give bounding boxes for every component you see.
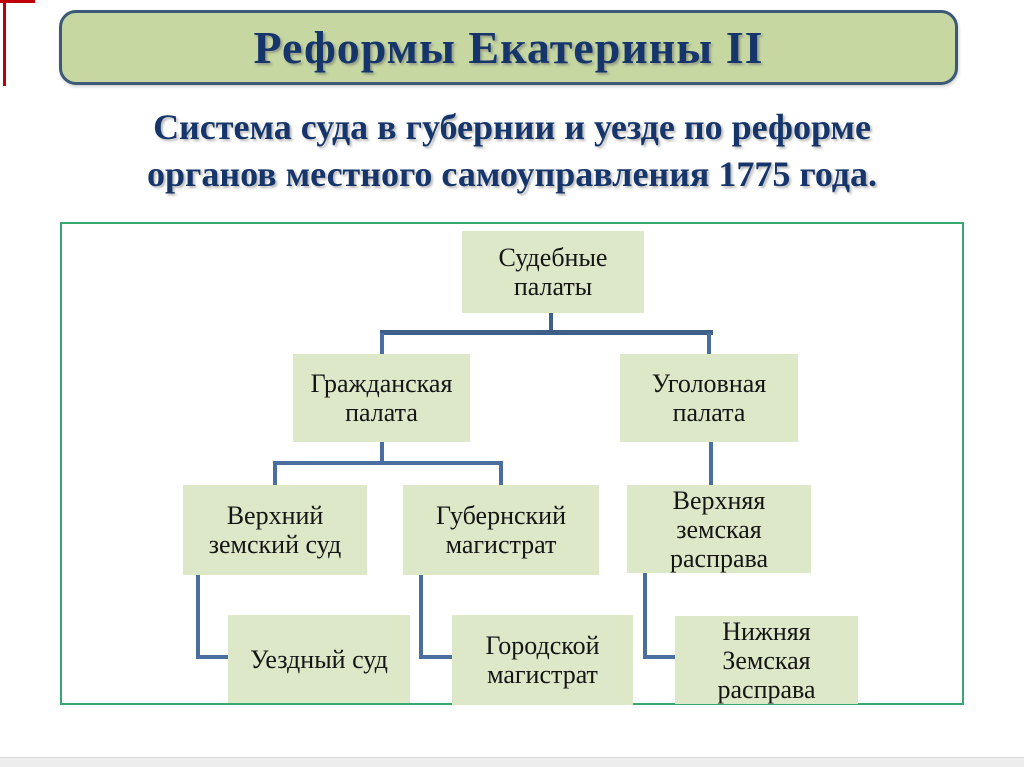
node-verkhniy-zemskiy-sud: Верхний земский суд xyxy=(183,485,367,575)
node-ugolovnaya-palata: Уголовная палата xyxy=(620,354,798,442)
connector-elbow-to-uezdny-sud xyxy=(196,575,228,659)
connector-to-verkhniy-zemskiy-sud xyxy=(273,464,277,485)
connector-elbow-to-gorodskoy-magistrat xyxy=(419,575,452,659)
connector-to-gubernskiy-magistrat xyxy=(499,464,503,485)
node-gubernskiy-magistrat: Губернский магистрат xyxy=(403,485,599,575)
node-nizhnyaya-zemskaya-rasprava: Нижняя Земская расправа xyxy=(675,616,858,704)
red-corner-line-vertical xyxy=(3,0,6,86)
connector-to-grazhdanskaya xyxy=(380,333,384,354)
red-corner-line-horizontal xyxy=(0,0,35,3)
node-verkhnyaya-zemskaya-rasprava: Верхняя земская расправа xyxy=(627,485,811,573)
node-grazhdanskaya-palata: Гражданская палата xyxy=(293,354,470,442)
slide-subtitle: Система суда в губернии и уезде по рефор… xyxy=(146,107,878,194)
connector-sudebnye-stub xyxy=(549,312,553,332)
connector-to-ugolovnaya xyxy=(707,333,711,354)
connector-grazhdanskaya-stub xyxy=(380,442,384,465)
connector-elbow-to-nizhnyaya-rasprava xyxy=(643,573,675,659)
screen-bottom-strip xyxy=(0,757,1024,767)
connector-level2-horizontal xyxy=(273,461,503,465)
connector-to-verkhnyaya-rasprava xyxy=(709,442,713,485)
connector-level1-horizontal xyxy=(380,330,713,335)
node-uezdny-sud: Уездный суд xyxy=(228,615,410,703)
node-gorodskoy-magistrat: Городской магистрат xyxy=(452,615,633,705)
slide-title: Реформы Екатерины II xyxy=(253,22,764,73)
node-sudebnye-palaty: Судебные палаты xyxy=(462,231,644,313)
title-banner: Реформы Екатерины II xyxy=(59,10,958,85)
